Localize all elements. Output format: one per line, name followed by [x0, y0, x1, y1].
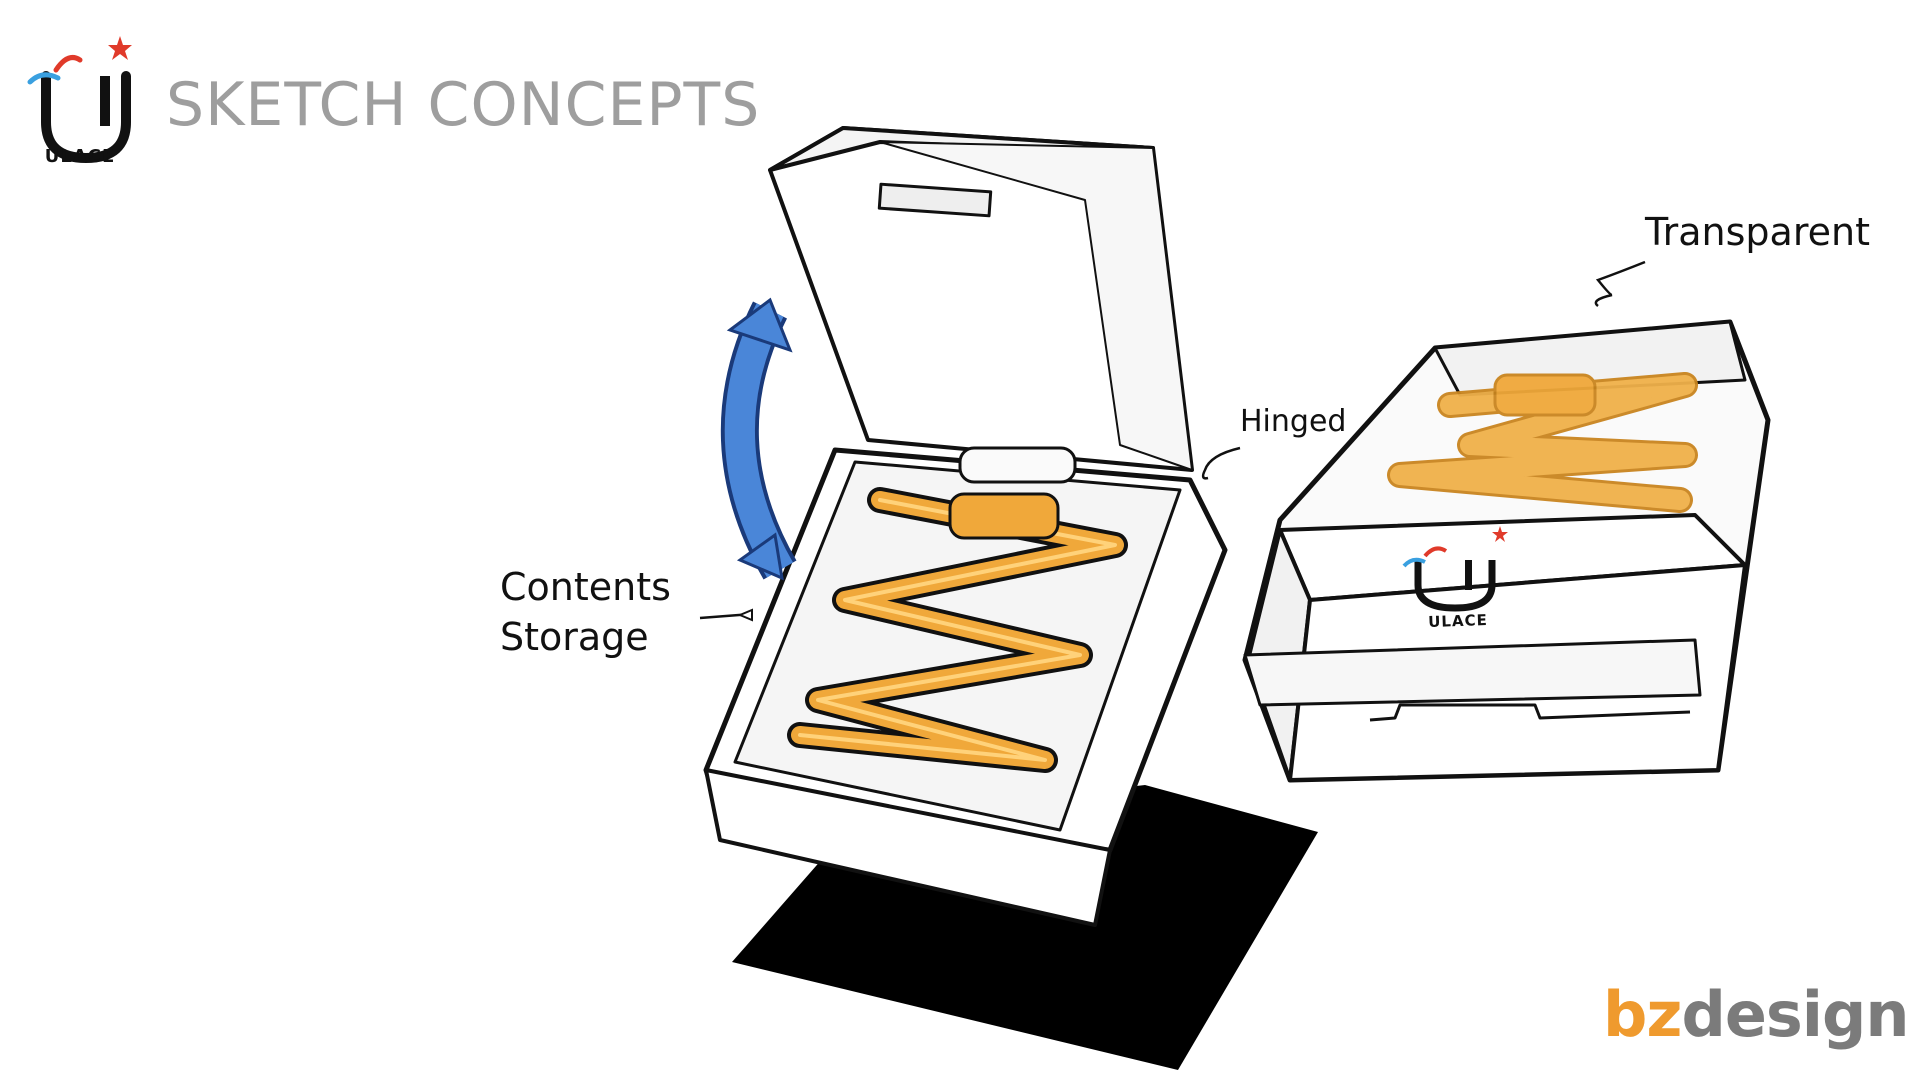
open-close-arrow-icon: [720, 297, 797, 581]
transparent-pointer: [1594, 260, 1646, 307]
box-logo-icon: [1402, 526, 1508, 612]
brand-part1: bz: [1603, 978, 1682, 1051]
closed-box-sleeve: [1243, 513, 1747, 782]
logo-text: ULACE: [44, 146, 116, 167]
hinged-pointer: [1201, 446, 1241, 480]
label-hinged: Hinged: [1240, 404, 1347, 439]
brand-logo: bzdesign: [1603, 978, 1910, 1051]
open-box-lid: [768, 126, 1194, 472]
label-contents-line1: Contents: [500, 565, 671, 609]
label-contents-storage: Contents Storage: [500, 562, 671, 662]
transparent-box-lace: [1387, 372, 1698, 513]
label-transparent: Transparent: [1645, 210, 1870, 254]
box-logo-text: ULACE: [1427, 610, 1489, 632]
brand-part2: design: [1681, 978, 1909, 1051]
ulace-logo-icon: [27, 36, 132, 164]
page-title: SKETCH CONCEPTS: [166, 70, 761, 140]
label-contents-line2: Storage: [500, 615, 649, 659]
lace-zigzag: [787, 487, 1128, 773]
